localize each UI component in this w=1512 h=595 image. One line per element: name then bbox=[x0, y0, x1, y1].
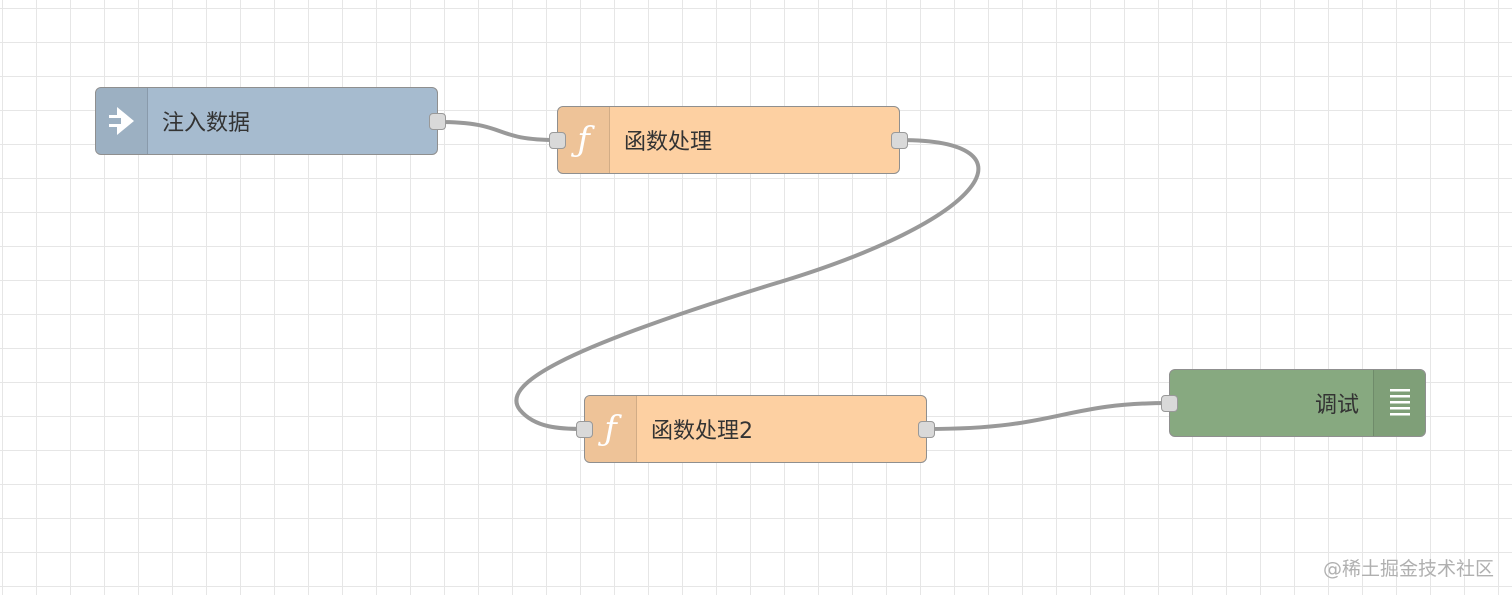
wire-function2-to-debug[interactable] bbox=[925, 401, 1171, 431]
debug-node[interactable]: 调试 bbox=[1161, 369, 1426, 437]
inject-arrow-icon bbox=[108, 107, 134, 135]
debug-toggle-button[interactable] bbox=[1373, 370, 1425, 436]
inject-node[interactable]: 注入数据 bbox=[95, 87, 446, 155]
debug-node-label: 调试 bbox=[1314, 393, 1359, 418]
inject-node-label: 注入数据 bbox=[162, 111, 251, 136]
function-node-2-label: 函数处理2 bbox=[651, 419, 753, 444]
wire-inject-to-function1[interactable] bbox=[436, 120, 559, 142]
debug-list-icon bbox=[1389, 389, 1410, 416]
watermark: @稀土掘金技术社区 bbox=[1322, 558, 1494, 580]
function-icon: ƒ bbox=[604, 409, 617, 449]
function2-input-port[interactable] bbox=[576, 420, 593, 438]
function-icon: ƒ bbox=[577, 120, 590, 160]
function1-output-port[interactable] bbox=[891, 131, 908, 149]
function2-output-port[interactable] bbox=[918, 420, 935, 438]
function1-icon-box: ƒ bbox=[558, 107, 610, 173]
function-node-2[interactable]: ƒ 函数处理2 bbox=[576, 395, 935, 463]
function-node-1[interactable]: ƒ 函数处理 bbox=[549, 106, 908, 174]
function-node-1-label: 函数处理 bbox=[624, 130, 713, 155]
inject-icon-box[interactable] bbox=[96, 88, 148, 154]
inject-output-port[interactable] bbox=[429, 112, 446, 130]
wire-function1-to-function2[interactable] bbox=[514, 138, 981, 431]
function1-input-port[interactable] bbox=[549, 131, 566, 149]
debug-input-port[interactable] bbox=[1161, 394, 1178, 412]
function2-icon-box: ƒ bbox=[585, 396, 637, 462]
